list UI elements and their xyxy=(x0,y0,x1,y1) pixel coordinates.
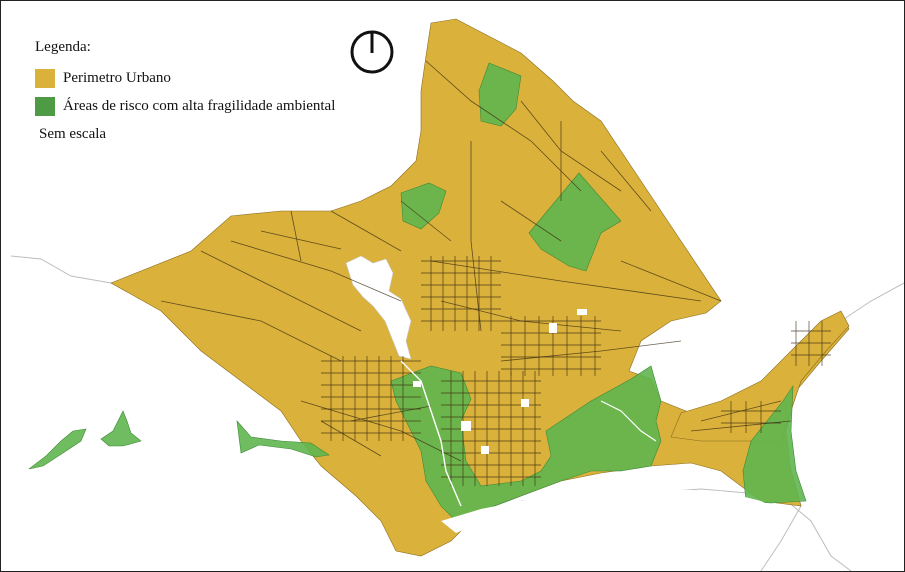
risk-swatch-icon xyxy=(35,96,55,116)
downtown-grid xyxy=(321,256,831,486)
scale-note: Sem escala xyxy=(39,126,107,142)
lake xyxy=(345,255,412,360)
stream-east xyxy=(600,400,657,442)
shoreline xyxy=(441,489,781,533)
urban-swatch-icon xyxy=(35,68,55,88)
legend-item-risk: Áreas de risco com alta fragilidade ambi… xyxy=(35,94,335,118)
urban-gaps xyxy=(413,309,587,454)
legend-title: Legenda: xyxy=(35,39,91,55)
legend-item-urban: Perimetro Urbano xyxy=(35,66,335,90)
stream xyxy=(400,360,462,507)
legend-label-urban: Perimetro Urbano xyxy=(63,69,171,86)
legend: Legenda: Perimetro Urbano Áreas de risco… xyxy=(35,39,335,143)
legend-label-risk: Áreas de risco com alta fragilidade ambi… xyxy=(63,97,336,114)
north-arrow-icon xyxy=(350,30,394,74)
urban-perimeter xyxy=(110,18,850,557)
